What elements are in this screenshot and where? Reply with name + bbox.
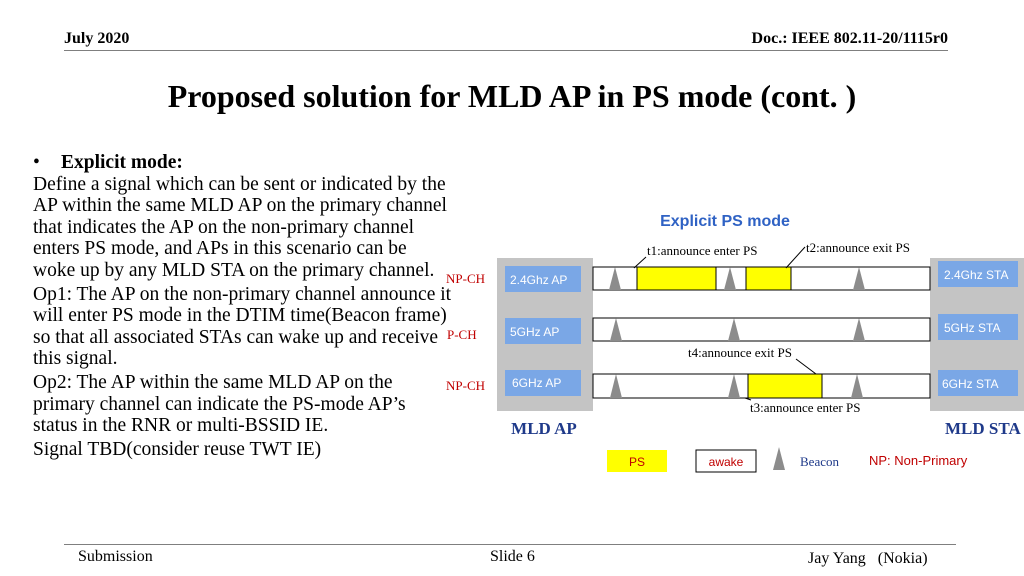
legend-awake-swatch (695, 449, 757, 473)
sta-box-6ghz-label: 6GHz STA (942, 377, 998, 391)
legend-beacon-label: Beacon (800, 454, 839, 469)
ap-box-2-4ghz (505, 266, 581, 292)
header-doc-id: Doc.: IEEE 802.11-20/1115r0 (751, 30, 948, 47)
channel-label-np-1: NP-CH (446, 271, 485, 286)
beacon-icon (610, 318, 622, 341)
bullet-label: Explicit mode: (61, 152, 183, 173)
sta-box-5ghz (938, 314, 1018, 340)
header-date: July 2020 (64, 30, 130, 47)
paragraph-signal: Signal TBD(consider reuse TWT IE) (33, 438, 322, 460)
sta-box-2-4ghz (938, 261, 1018, 287)
beacon-icon (851, 374, 863, 398)
ap-box-6ghz-label: 6GHz AP (512, 376, 561, 390)
beacon-icon (728, 318, 740, 341)
annotation-t4: t4:announce exit PS (688, 345, 792, 360)
beacon-icon (853, 318, 865, 341)
bullet-dot: • (33, 152, 40, 173)
diagram-title: Explicit PS mode (660, 213, 790, 230)
annotation-t3: t3:announce enter PS (750, 400, 860, 415)
ap-box-2-4ghz-label: 2.4Ghz AP (510, 273, 567, 287)
legend-np-label: NP: Non-Primary (869, 453, 968, 468)
annotation-t1-leader (633, 256, 647, 269)
bullet-item: • Explicit mode: (33, 152, 453, 174)
channel-label-p: P-CH (447, 327, 477, 342)
beacon-markers (609, 267, 865, 398)
footer-slide-number: Slide 6 (490, 548, 535, 565)
paragraph-definition: Define a signal which can be sent or ind… (33, 173, 447, 281)
annotation-t3-leader (744, 397, 752, 401)
paragraph-op1: Op1: The AP on the non-primary channel a… (33, 283, 452, 370)
ps-period-6ghz (747, 373, 823, 399)
mld-ap-label: MLD AP (511, 419, 577, 438)
legend-ps-swatch (607, 450, 667, 472)
timeline-5ghz (592, 317, 931, 342)
annotation-t2-leader (785, 246, 806, 269)
legend-beacon-icon (773, 447, 785, 470)
beacon-icon (728, 374, 740, 398)
paragraph-op2: Op2: The AP within the same MLD AP on th… (33, 371, 406, 437)
footer-submission: Submission (78, 548, 153, 565)
annotation-t1: t1:announce enter PS (647, 243, 757, 258)
mld-sta-label: MLD STA (945, 419, 1021, 438)
body-text: • Explicit mode: Define a signal which c… (33, 152, 453, 462)
legend-awake-label: awake (709, 455, 744, 469)
awake-announce-2-4ghz (745, 266, 792, 291)
beacon-icon (853, 267, 865, 290)
beacon-icon (610, 374, 622, 398)
sta-box-2-4ghz-label: 2.4Ghz STA (944, 268, 1008, 282)
ap-box-5ghz (505, 318, 581, 344)
legend-ps-label: PS (629, 455, 645, 469)
sta-box-5ghz-label: 5GHz STA (944, 321, 1000, 335)
beacon-icon (609, 267, 621, 290)
ps-period-2-4ghz (636, 266, 717, 291)
header-rule (64, 50, 948, 51)
slide-title: Proposed solution for MLD AP in PS mode … (167, 78, 857, 114)
footer-rule (64, 544, 956, 545)
ap-box-5ghz-label: 5GHz AP (510, 325, 559, 339)
sta-box-6ghz (938, 370, 1018, 396)
annotation-t4-leader (795, 358, 817, 375)
annotation-t2: t2:announce exit PS (806, 240, 910, 255)
beacon-icon (724, 267, 736, 290)
channel-label-np-2: NP-CH (446, 378, 485, 393)
ap-box-6ghz (505, 370, 581, 396)
footer-author: Jay Yang (Nokia) (808, 550, 928, 567)
